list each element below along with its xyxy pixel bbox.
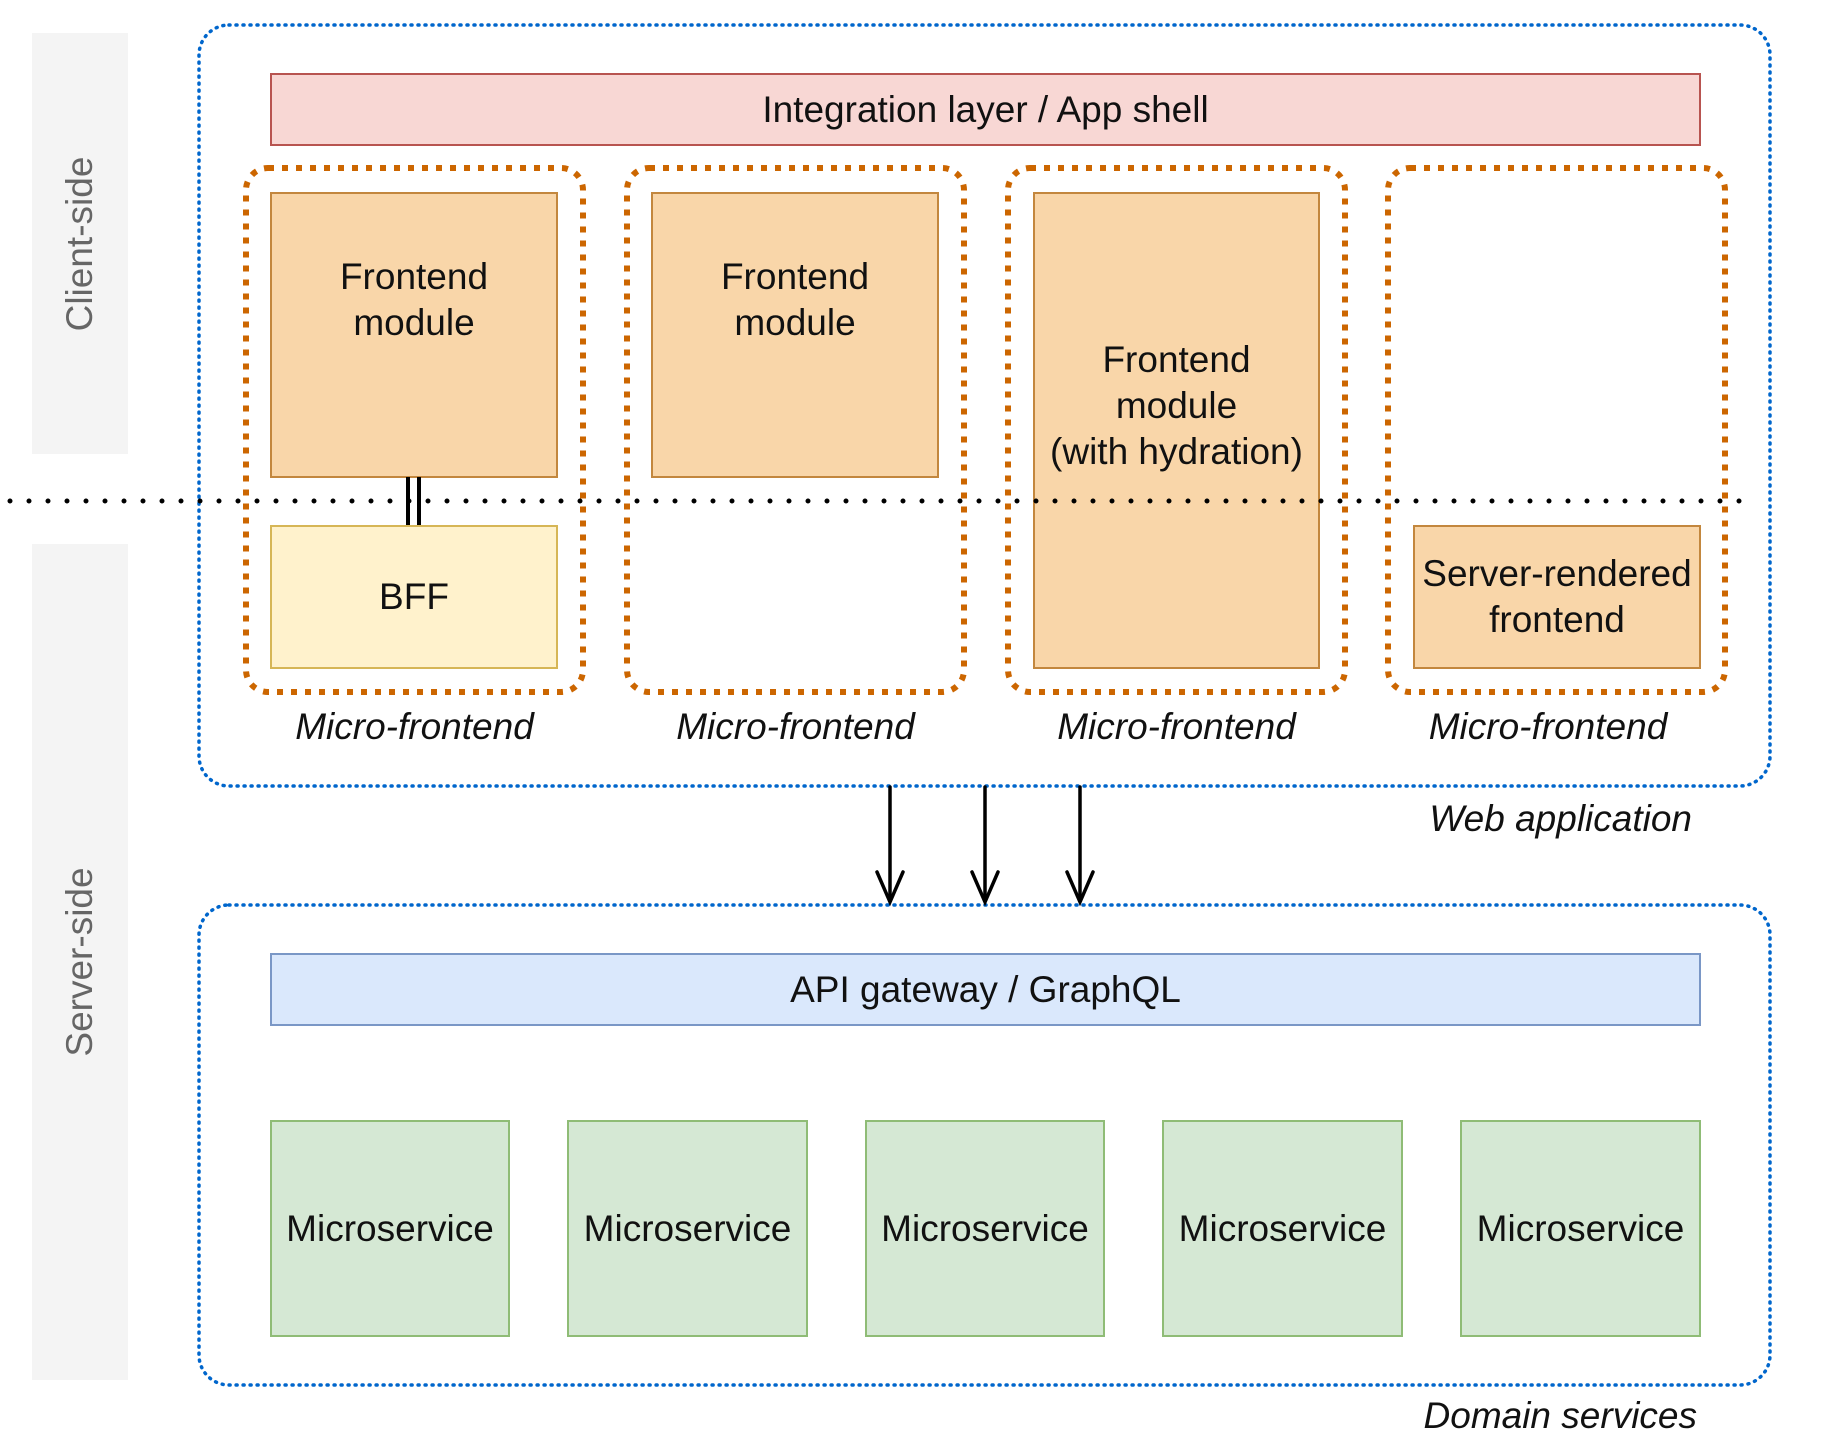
domain-services-caption: Domain services — [1423, 1395, 1697, 1436]
frontend-module-2: Frontend module — [651, 192, 939, 478]
frontend-module-hydration-label: Frontend module (with hydration) — [1050, 338, 1303, 472]
arrows — [875, 785, 1095, 907]
micro-frontend-caption-3: Micro-frontend — [1057, 706, 1296, 747]
integration-layer-label: Integration layer / App shell — [762, 88, 1209, 130]
microservice-4: Microservice — [1162, 1120, 1403, 1337]
microservice-5-label: Microservice — [1476, 1207, 1685, 1249]
integration-layer: Integration layer / App shell — [270, 73, 1701, 146]
frontend-module-1: Frontend module — [270, 192, 558, 478]
microservice-1: Microservice — [270, 1120, 510, 1337]
server-side-lane: Server-side — [32, 544, 128, 1380]
arrow-1 — [875, 785, 905, 907]
arrow-3 — [1065, 785, 1095, 907]
server-side-label: Server-side — [59, 867, 100, 1057]
web-application-caption: Web application — [1429, 798, 1692, 839]
bff-box: BFF — [270, 525, 558, 669]
micro-frontend-caption-1: Micro-frontend — [295, 706, 534, 747]
arrow-2 — [970, 785, 1000, 907]
microservice-1-label: Microservice — [286, 1207, 494, 1249]
microservice-5: Microservice — [1460, 1120, 1701, 1337]
client-side-label: Client-side — [59, 156, 100, 331]
client-side-lane: Client-side — [32, 33, 128, 454]
microservice-3: Microservice — [865, 1120, 1105, 1337]
frontend-module-2-label: Frontend module — [720, 256, 870, 343]
frontend-bff-link — [406, 477, 421, 525]
micro-frontend-caption-2: Micro-frontend — [676, 706, 915, 747]
microservice-2: Microservice — [567, 1120, 808, 1337]
api-gateway: API gateway / GraphQL — [270, 953, 1701, 1026]
bff-label: BFF — [379, 576, 449, 617]
micro-frontend-caption-4: Micro-frontend — [1428, 706, 1668, 747]
microservice-4-label: Microservice — [1178, 1207, 1387, 1249]
microservice-2-label: Microservice — [583, 1207, 792, 1249]
frontend-module-1-label: Frontend module — [339, 256, 489, 343]
server-rendered-frontend: Server-rendered frontend — [1413, 525, 1701, 669]
microservice-3-label: Microservice — [881, 1207, 1089, 1249]
server-rendered-frontend-label: Server-rendered frontend — [1422, 553, 1692, 640]
api-gateway-label: API gateway / GraphQL — [790, 968, 1181, 1010]
frontend-module-hydration: Frontend module (with hydration) — [1033, 192, 1320, 669]
